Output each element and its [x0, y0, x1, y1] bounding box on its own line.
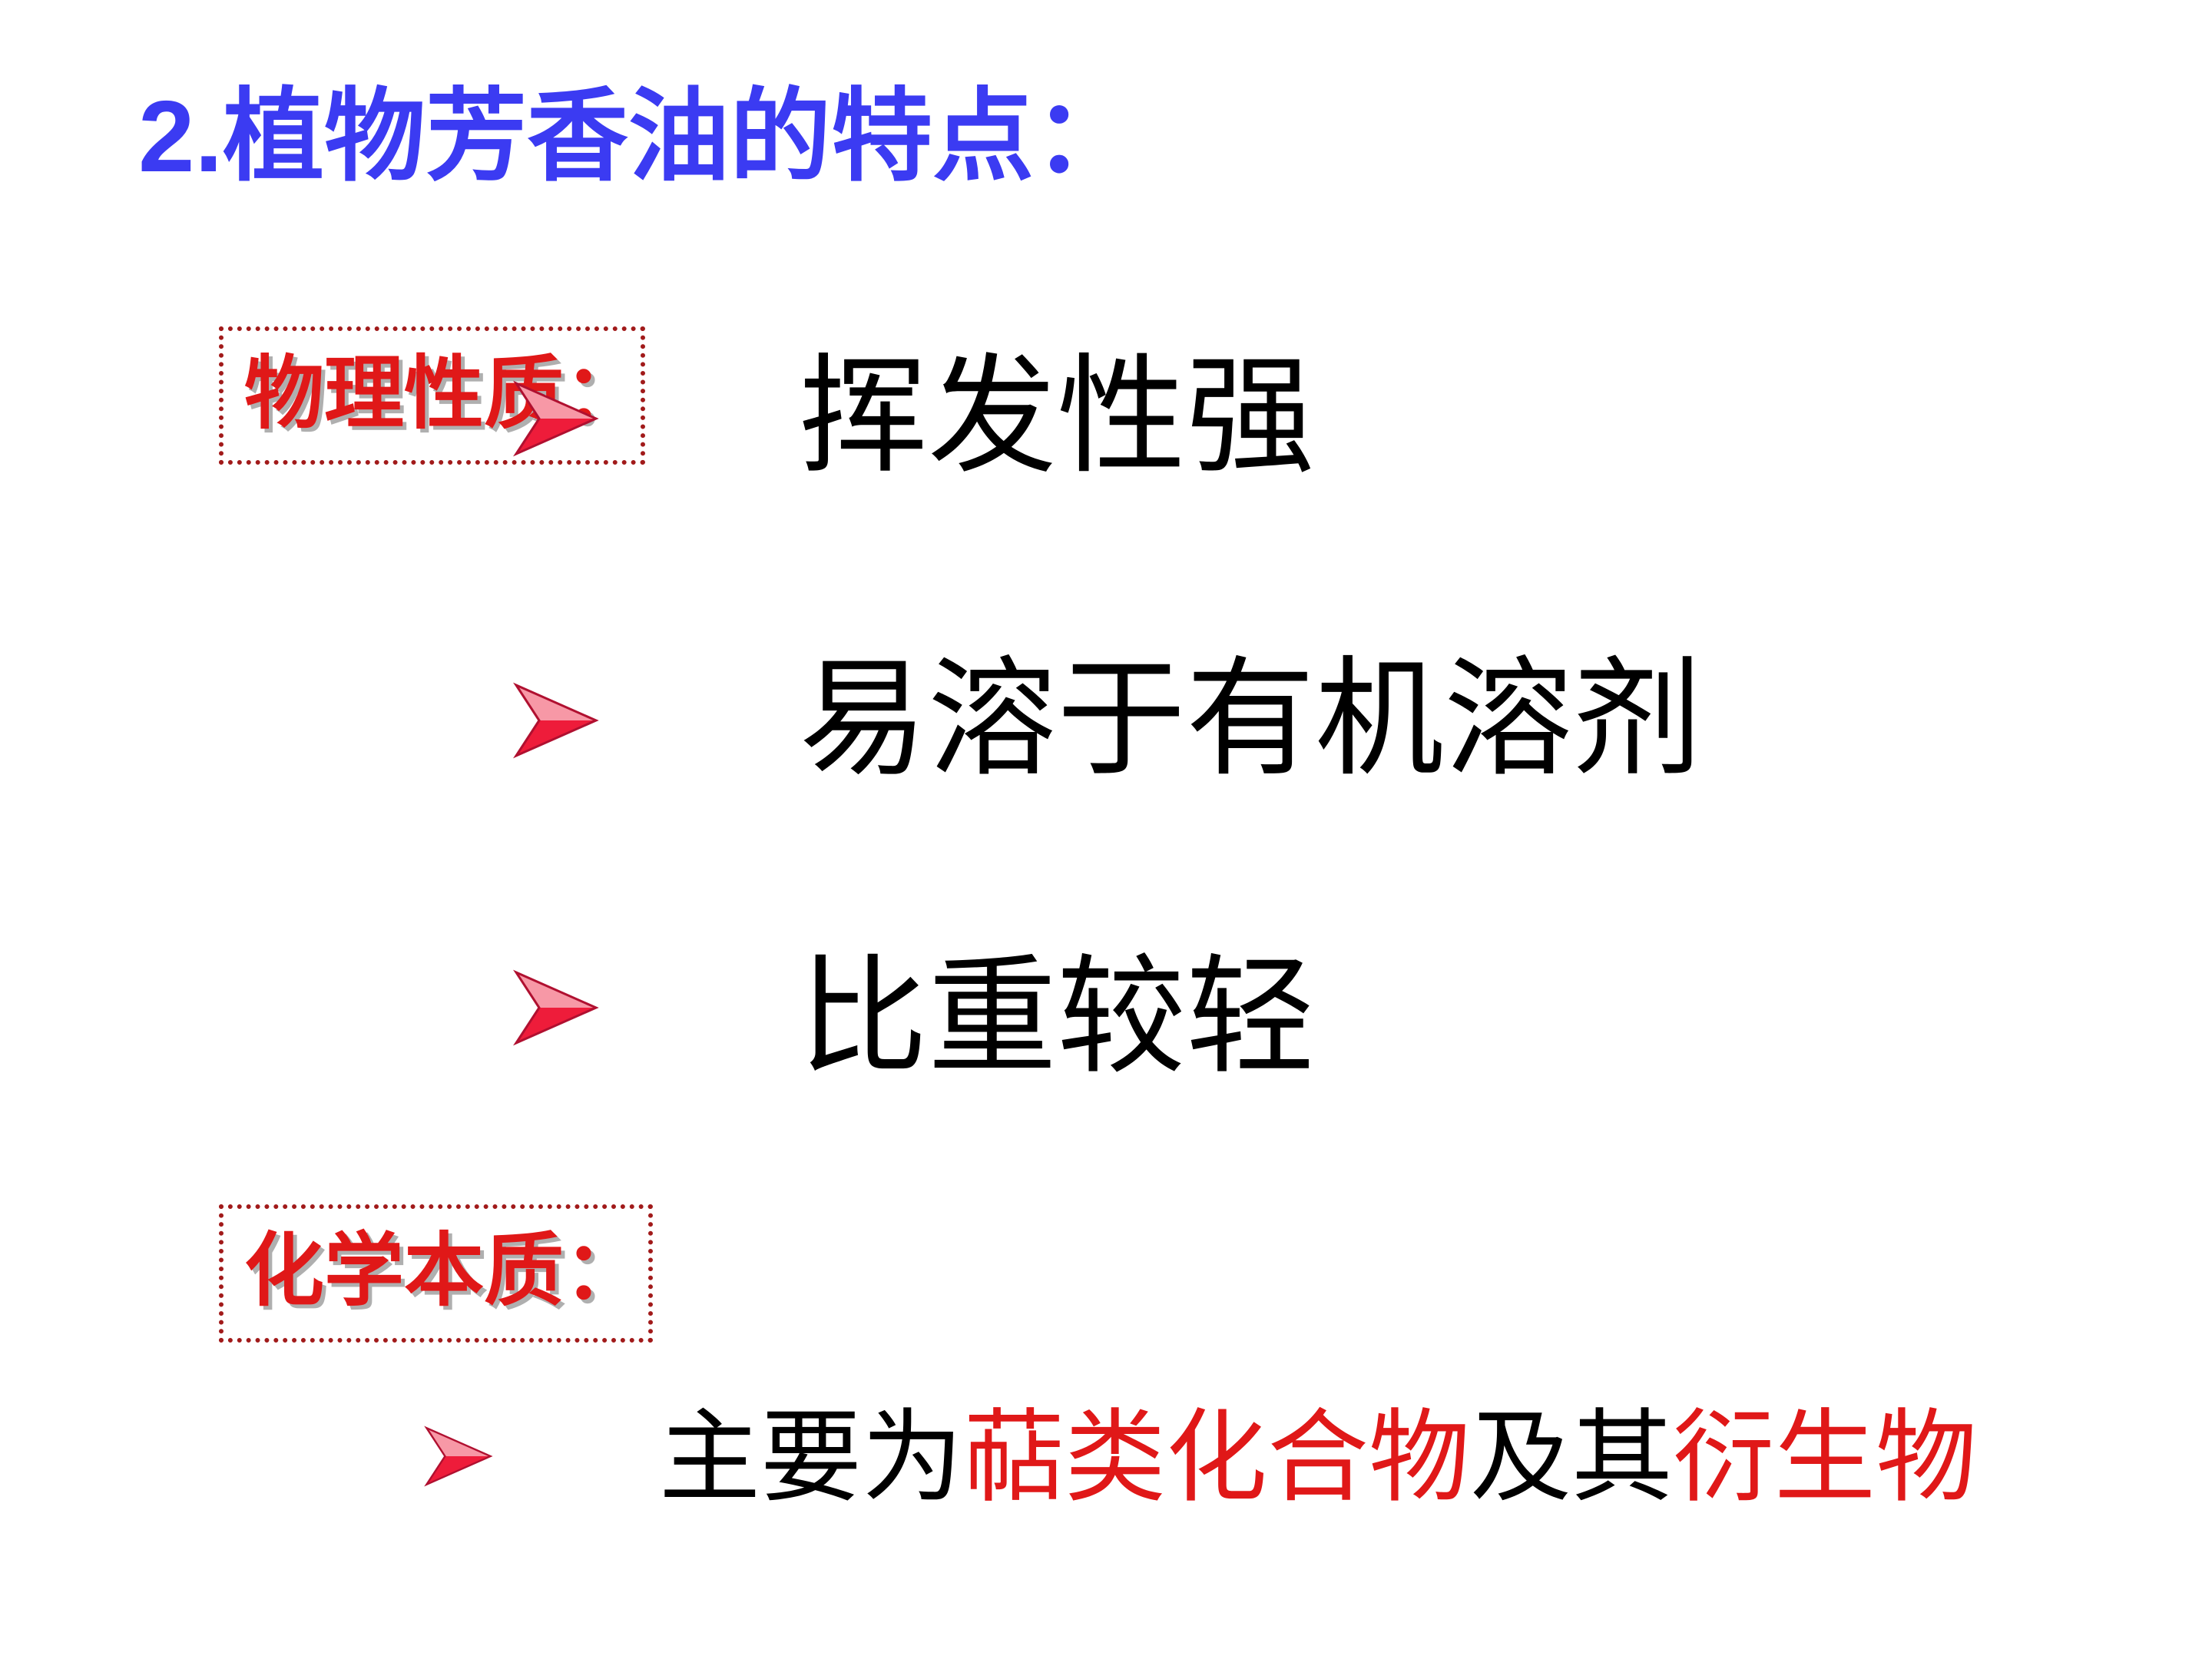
physical-item-volatile: 挥发性强 [799, 341, 1315, 492]
arrowhead-bullet-icon [513, 380, 599, 457]
arrowhead-bullet-icon [424, 1426, 493, 1487]
chemical-label: 化学本质： [244, 1223, 644, 1317]
arrowhead-bullet-icon [513, 969, 599, 1046]
chemical-highlight-terpenoids: 萜类化合物 [963, 1399, 1470, 1517]
arrowhead-bullet-icon [513, 682, 599, 759]
chemical-highlight-derivatives: 衍生物 [1673, 1399, 1977, 1517]
chemical-prefix: 主要为 [659, 1399, 963, 1517]
slide-title: 2.植物芳香油的特点： [138, 80, 1136, 193]
chemical-label-box [219, 1204, 653, 1343]
physical-item-light: 比重较轻 [799, 942, 1315, 1092]
physical-label-box [219, 326, 645, 465]
physical-item-soluble: 易溶于有机溶剂 [799, 644, 1702, 794]
chemical-middle: 及其 [1470, 1399, 1673, 1517]
chemical-description: 主要为萜类化合物及其衍生物 [659, 1407, 1977, 1508]
